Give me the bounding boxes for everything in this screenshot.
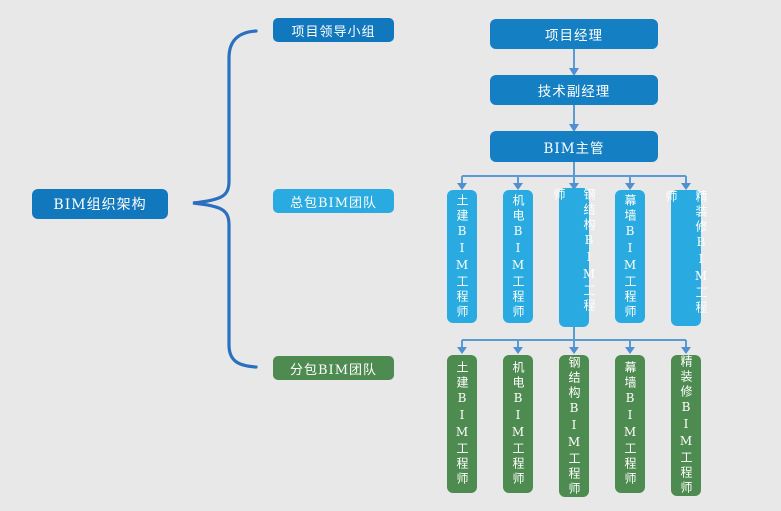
node-gc-steel-bim-engineer: 钢结构BIM工程师 xyxy=(552,188,596,327)
node-sub-decoration-bim-engineer: 精装修BIM工程师 xyxy=(671,355,701,496)
node-root: BIM组织架构 xyxy=(32,189,168,219)
node-gc-mep-bim-engineer: 机电BIM工程师 xyxy=(503,190,533,323)
node-bim-supervisor: BIM主管 xyxy=(490,131,658,162)
curly-brace xyxy=(192,29,258,369)
node-sub-civil-bim-engineer: 土建BIM工程师 xyxy=(447,355,477,493)
node-gc-curtainwall-bim-engineer: 幕墙BIM工程师 xyxy=(615,190,645,323)
node-deputy-technical-manager: 技术副经理 xyxy=(490,75,658,105)
node-gc-decoration-bim-engineer: 精装修BIM工程师 xyxy=(664,190,708,326)
node-sub-mep-bim-engineer: 机电BIM工程师 xyxy=(503,355,533,493)
node-project-manager: 项目经理 xyxy=(490,19,658,49)
node-sub-curtainwall-bim-engineer: 幕墙BIM工程师 xyxy=(615,355,645,493)
node-branch-sub-team: 分包BIM团队 xyxy=(273,356,394,380)
node-sub-steel-bim-engineer: 钢结构BIM工程师 xyxy=(559,355,589,497)
node-branch-leadership: 项目领导小组 xyxy=(273,18,394,42)
node-gc-civil-bim-engineer: 土建BIM工程师 xyxy=(447,190,477,323)
node-branch-general-team: 总包BIM团队 xyxy=(273,189,394,213)
